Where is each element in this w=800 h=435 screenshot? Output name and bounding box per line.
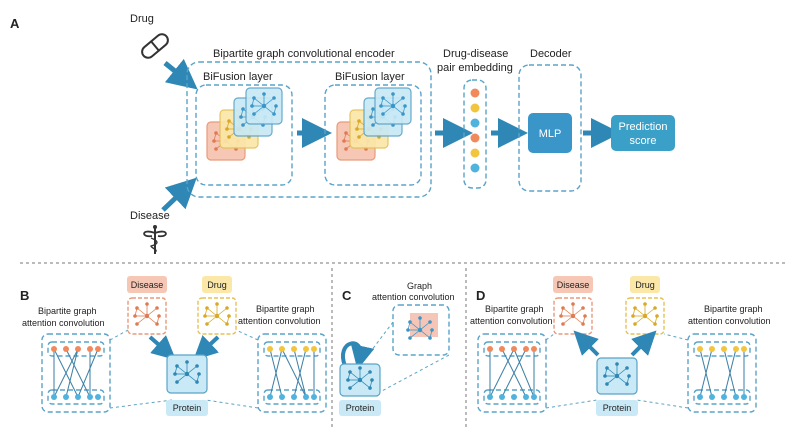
encoder-title: Bipartite graph convolutional encoder	[213, 48, 395, 60]
bipartite-graph-left-d	[477, 333, 547, 413]
decoder-box	[518, 64, 582, 192]
pair-embedding-label-2: pair embedding	[437, 62, 513, 74]
drug-tag	[202, 276, 232, 293]
disease-tag-d-label: Disease	[557, 280, 590, 290]
prediction-score-box	[611, 115, 675, 151]
bipartite-graph-left	[41, 333, 111, 413]
b-arrow-right	[193, 335, 220, 361]
bifusion-label-2: BiFusion layer	[335, 71, 405, 83]
bipartite-graph-right	[257, 333, 327, 413]
d-right-conv-label-2: attention convolution	[688, 316, 771, 326]
left-conv-label-2: attention convolution	[22, 318, 105, 328]
mlp-label: MLP	[539, 128, 562, 140]
disease-label: Disease	[130, 210, 170, 222]
disease-tag-d	[553, 276, 593, 293]
decoder-label: Decoder	[530, 48, 572, 60]
graph-conv-label-1: Graph	[407, 281, 432, 291]
d-left-conv-label-1: Bipartite graph	[485, 304, 544, 314]
bipartite-graph-right-d	[687, 333, 757, 413]
protein-tag	[166, 400, 208, 416]
right-conv-label-1: Bipartite graph	[256, 304, 315, 314]
right-conv-label-2: attention convolution	[238, 316, 321, 326]
self-loop-arrow	[341, 341, 375, 370]
embedding-vector	[470, 88, 480, 173]
disease-tag-label: Disease	[131, 280, 164, 290]
disease-arrow	[161, 177, 197, 212]
bifusion-box-1	[195, 84, 293, 186]
panel-label-b: B	[20, 288, 29, 303]
b-arrow-left	[148, 335, 176, 360]
d-arrow-right	[630, 330, 657, 357]
drug-arrow	[163, 58, 198, 90]
graph-conv-zoom-box	[392, 304, 450, 356]
pair-embedding-label-1: Drug-disease	[443, 48, 508, 60]
drug-tag-d	[630, 276, 660, 293]
pair-embedding-box	[463, 79, 487, 189]
drug-label: Drug	[130, 13, 154, 25]
protein-tag-d-label: Protein	[603, 403, 632, 413]
drug-tag-label: Drug	[207, 280, 227, 290]
left-conv-label-1: Bipartite graph	[38, 306, 97, 316]
prediction-label-2: score	[630, 135, 657, 147]
graph-network-icon	[336, 87, 412, 161]
mlp-box	[528, 113, 572, 153]
d-left-conv-label-2: attention convolution	[470, 316, 553, 326]
bifusion-label-1: BiFusion layer	[203, 71, 273, 83]
caduceus-icon	[143, 225, 167, 254]
graph-network-icon	[206, 87, 283, 161]
pill-icon	[141, 33, 169, 59]
panel-label-a: A	[10, 16, 20, 31]
bifusion-box-2	[324, 84, 422, 186]
disease-tag	[127, 276, 167, 293]
panel-label-d: D	[476, 288, 485, 303]
panel-label-c: C	[342, 288, 352, 303]
protein-tag-c	[339, 400, 381, 416]
d-arrow-left	[573, 330, 600, 357]
protein-tag-label: Protein	[173, 403, 202, 413]
drug-tag-d-label: Drug	[635, 280, 655, 290]
protein-tag-d	[596, 400, 638, 416]
protein-tag-c-label: Protein	[346, 403, 375, 413]
graph-conv-label-2: attention convolution	[372, 292, 455, 302]
d-right-conv-label-1: Bipartite graph	[704, 304, 763, 314]
prediction-label-1: Prediction	[619, 121, 668, 133]
